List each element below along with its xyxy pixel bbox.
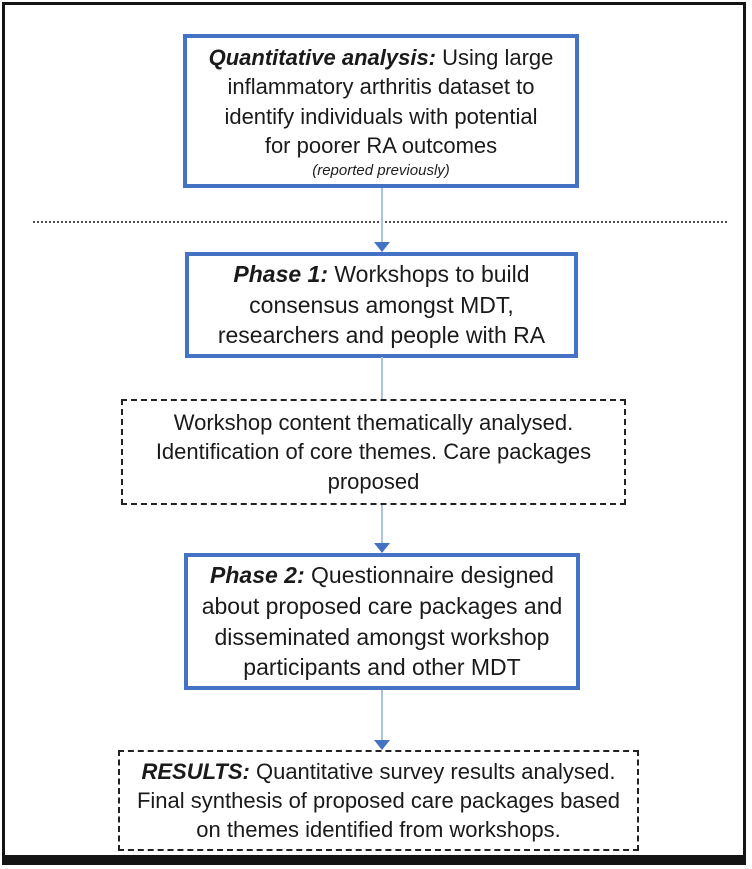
dotted-separator-line bbox=[33, 221, 727, 223]
reported-previously-note: (reported previously) bbox=[312, 162, 450, 179]
box-phase-2-text: Phase 2: Questionnaire designed about pr… bbox=[198, 560, 567, 682]
box-body-text: Workshops to build consensus amongst MDT… bbox=[217, 261, 546, 349]
connector-line bbox=[381, 188, 383, 244]
box-workshop-analysis-text: Workshop content thematically analysed. … bbox=[152, 408, 595, 496]
box-workshop-analysis: Workshop content thematically analysed. … bbox=[121, 399, 626, 505]
arrowhead-down-icon bbox=[374, 242, 390, 252]
connector-line bbox=[381, 505, 383, 545]
box-body-text: Quantitative survey results analysed. Fi… bbox=[136, 758, 621, 843]
box-phase-1-text: Phase 1: Workshops to build consensus am… bbox=[214, 259, 549, 351]
connector-line bbox=[381, 690, 383, 742]
arrowhead-down-icon bbox=[374, 740, 390, 750]
box-prefix-label: Quantitative analysis: bbox=[208, 45, 437, 70]
box-body-text: Workshop content thematically analysed. … bbox=[155, 410, 592, 494]
box-prefix-label: Phase 2: bbox=[210, 562, 305, 589]
box-prefix-label: Phase 1: bbox=[233, 261, 328, 288]
box-prefix-label: RESULTS: bbox=[141, 758, 250, 784]
box-quantitative-analysis-text: Quantitative analysis: Using large infla… bbox=[205, 43, 558, 160]
box-body-text: Using large inflammatory arthritis datas… bbox=[224, 45, 554, 158]
box-phase-1: Phase 1: Workshops to build consensus am… bbox=[185, 252, 578, 358]
box-results: RESULTS: Quantitative survey results ana… bbox=[118, 750, 639, 851]
box-body-text: Questionnaire designed about proposed ca… bbox=[201, 562, 563, 681]
connector-line bbox=[381, 357, 383, 399]
box-results-text: RESULTS: Quantitative survey results ana… bbox=[133, 757, 624, 845]
arrowhead-down-icon bbox=[374, 543, 390, 553]
box-phase-2: Phase 2: Questionnaire designed about pr… bbox=[184, 553, 580, 690]
box-quantitative-analysis: Quantitative analysis: Using large infla… bbox=[183, 34, 579, 188]
